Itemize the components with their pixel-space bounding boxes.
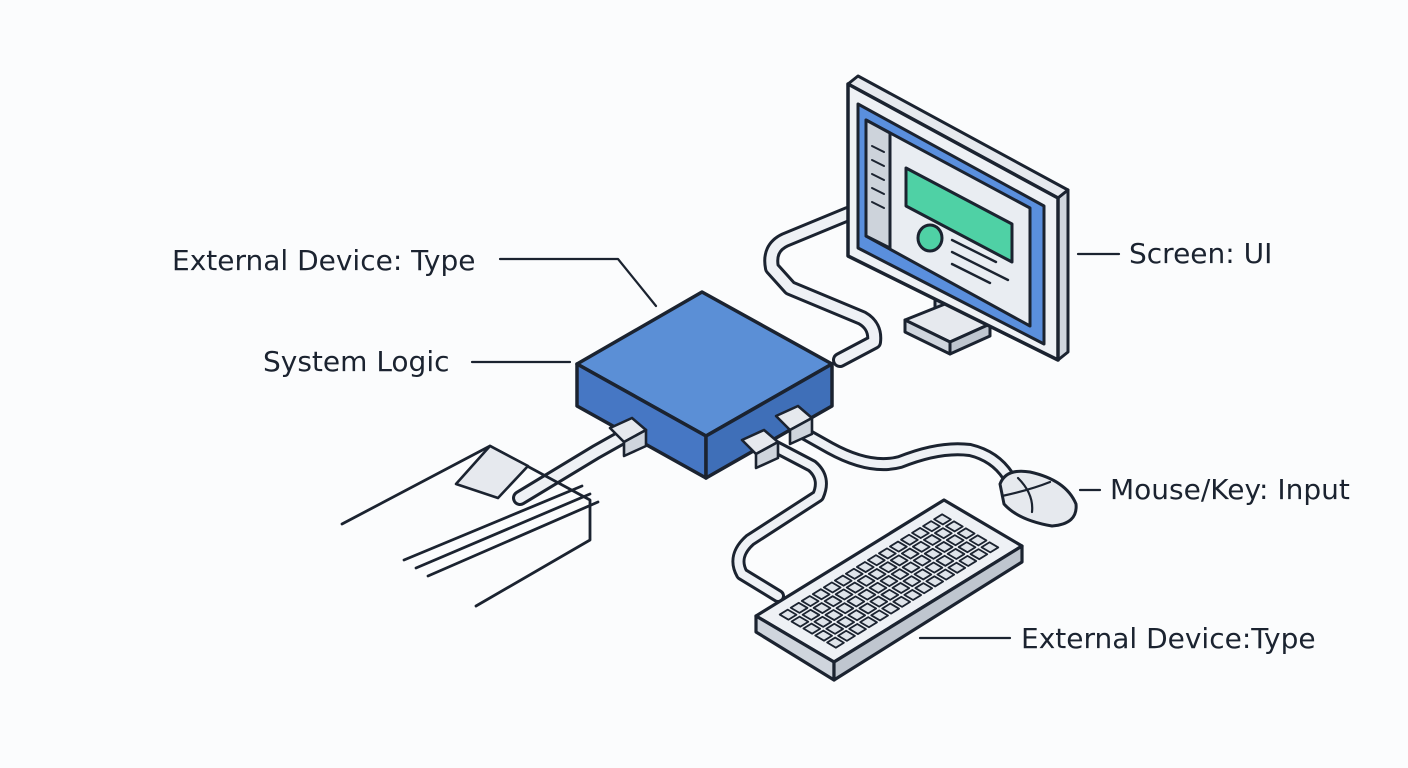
keyboard-key (826, 636, 845, 649)
keyboard-key (980, 541, 1000, 554)
keyboard-key (900, 533, 919, 546)
keyboard-key (933, 513, 952, 526)
external-device-left-icon (340, 416, 648, 608)
keyboard-key (789, 601, 809, 614)
keyboard-key (859, 616, 878, 629)
keyboard-key (878, 561, 898, 574)
keyboard-key (847, 609, 867, 622)
keyboard-key (889, 554, 909, 567)
keyboard-key (811, 588, 831, 601)
keyboard-key (924, 561, 944, 574)
keyboard-key (823, 595, 843, 608)
keyboard-key (914, 582, 934, 595)
keyboard-key (968, 534, 988, 547)
keyboard-key (903, 589, 922, 601)
monitor-cable (763, 206, 883, 368)
mouse-icon (998, 469, 1078, 528)
keyboard-key (802, 622, 822, 635)
keyboard-key (945, 520, 964, 533)
keyboard-key (822, 581, 842, 594)
keyboard-key (889, 540, 908, 553)
label-external-device-bottom: External Device:Type (1021, 622, 1316, 655)
keyboard-icon (754, 498, 1024, 682)
keyboard-key (880, 588, 900, 601)
keyboard-key (881, 602, 900, 615)
keyboard-key (790, 615, 810, 628)
label-system-logic: System Logic (263, 345, 450, 378)
keyboard-key (844, 567, 864, 580)
keyboard-key (923, 534, 942, 546)
keyboard-key (868, 581, 888, 594)
keyboard-key (934, 527, 953, 540)
keyboard-key (935, 554, 955, 567)
keyboard-key (902, 575, 922, 588)
label-external-device-top: External Device: Type (172, 244, 476, 277)
mouse-cable (774, 404, 1015, 483)
keyboard-key (901, 561, 921, 574)
keyboard-key (813, 615, 833, 628)
keyboard-key (947, 561, 967, 574)
keyboard-key (857, 588, 877, 601)
keyboard-key (911, 540, 931, 553)
leader-external-device-top (498, 257, 658, 308)
keyboard-key (834, 588, 854, 601)
keyboard-key (867, 568, 887, 580)
keyboard-key (878, 547, 897, 560)
monitor-icon (846, 74, 1070, 606)
keyboard-key (923, 547, 943, 560)
keyboard-key (836, 616, 855, 628)
keyboard-key (814, 629, 833, 642)
label-screen-ui: Screen: UI (1129, 237, 1273, 270)
keyboard-key (867, 554, 886, 567)
keyboard-key (845, 581, 865, 594)
keyboard-key (858, 602, 878, 615)
keyboard-cable (731, 428, 828, 603)
leader-lines (470, 252, 1121, 640)
label-mouse-key-input: Mouse/Key: Input (1110, 473, 1350, 506)
keyboard-key (946, 548, 966, 560)
keyboard-key (870, 609, 889, 622)
keyboard-key (912, 554, 932, 567)
keyboard-key (936, 568, 956, 581)
keyboard-key (848, 623, 867, 635)
keyboard-key (892, 595, 911, 608)
keyboard-key (957, 541, 977, 554)
keyboard-key (913, 568, 933, 581)
keyboard-key (969, 548, 989, 561)
keyboard-key (879, 575, 899, 587)
keyboard-key (922, 520, 941, 533)
keyboard-key (801, 608, 821, 621)
keyboard-key (958, 555, 978, 567)
keyboard-key (891, 582, 911, 594)
keyboard-key (824, 609, 844, 621)
keyboard-key (800, 595, 820, 607)
keyboard-key (825, 622, 844, 635)
keyboard-key (956, 527, 976, 540)
keyboard-key (833, 574, 853, 587)
keyboard-key (856, 561, 875, 573)
hub-box-icon (575, 290, 834, 480)
keyboard-key (835, 602, 855, 615)
keyboard-key (856, 574, 876, 587)
keyboard-key (900, 547, 920, 560)
keyboard-key (869, 595, 889, 608)
keyboard-key (837, 629, 856, 642)
keyboard-key (778, 608, 798, 621)
keyboard-key (934, 541, 954, 553)
keyboard-key (846, 595, 866, 608)
keyboard-key (812, 602, 832, 614)
keyboard-key (911, 527, 930, 539)
keyboard-key (925, 575, 945, 588)
keyboard-key (890, 568, 910, 581)
keyboard-key (945, 534, 965, 547)
